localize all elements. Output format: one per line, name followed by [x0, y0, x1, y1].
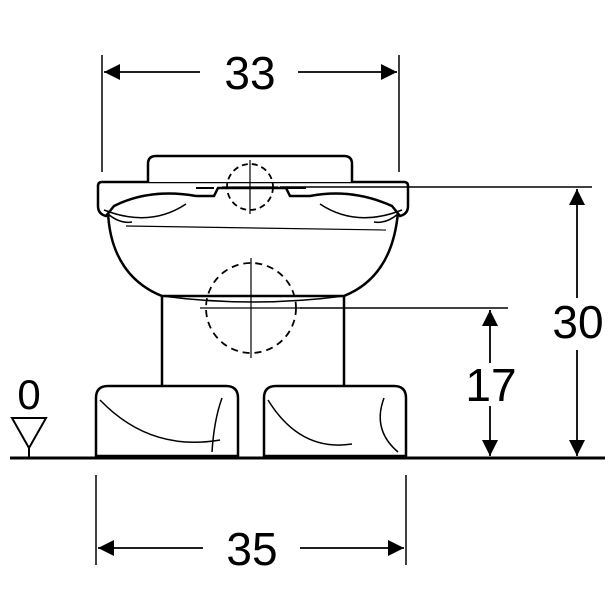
pedestal-feet [94, 384, 408, 458]
left-foot [94, 384, 240, 458]
right-foot [262, 384, 408, 458]
bowl [106, 211, 400, 303]
floor-level-label: 0 [17, 371, 40, 418]
extension-lines [95, 55, 592, 565]
top-width-label: 33 [224, 47, 275, 99]
bottom-width-label: 35 [226, 523, 277, 575]
inlet-height-label: 17 [465, 359, 516, 411]
total-height-label: 30 [552, 296, 603, 348]
floor-level-symbol: 0 [10, 371, 48, 458]
pedestal-neck [160, 296, 346, 386]
seat [96, 180, 410, 224]
